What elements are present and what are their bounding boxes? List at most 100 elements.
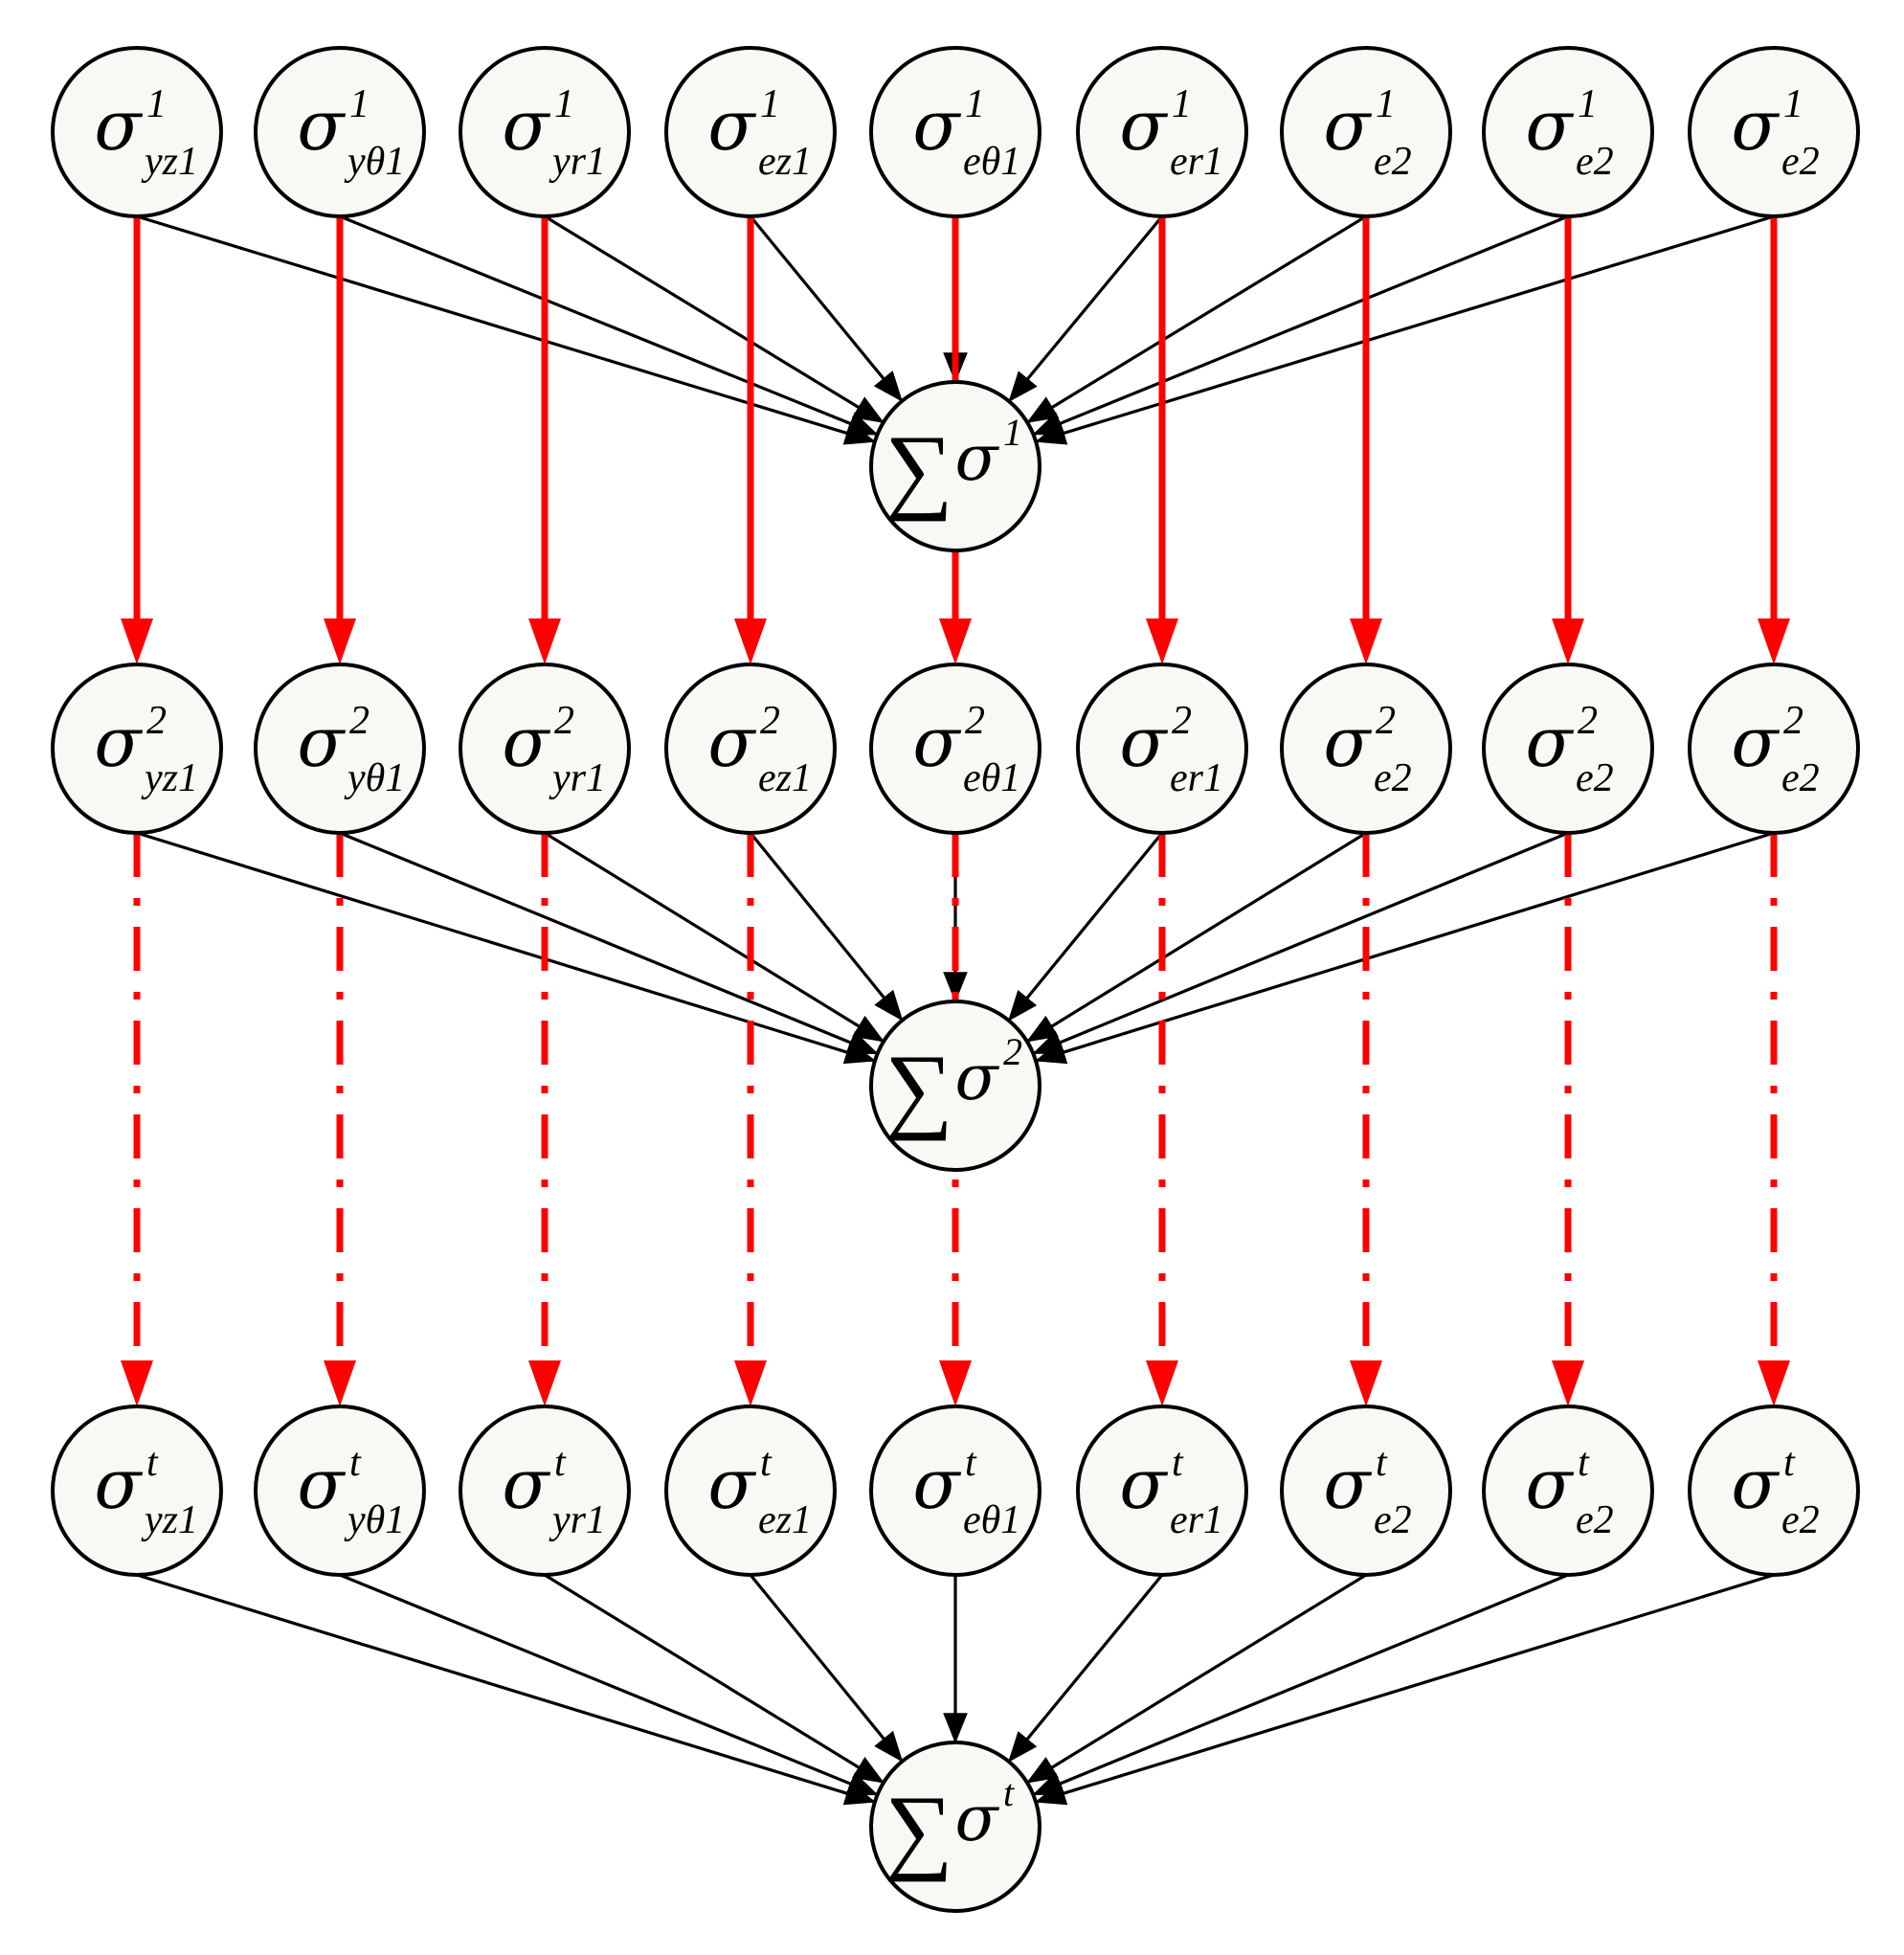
node-superscript: 2 [1172,699,1192,743]
summation-sign: ∑ [885,1035,952,1141]
node-subscript: er1 [1170,756,1223,800]
node-superscript: t [1783,1441,1796,1485]
sum-superscript: t [1003,1771,1015,1814]
edge-to-sum-3-3 [544,1573,885,1784]
sigma-symbol: σ [94,1444,143,1524]
transition-arrowhead-2-6 [1146,1360,1178,1406]
node-superscript: 1 [1172,82,1192,126]
node-subscript: e2 [1576,1498,1614,1542]
node-superscript: 2 [1578,699,1598,743]
node-superscript: t [760,1441,773,1485]
node-subscript: yr1 [549,140,606,184]
edge-to-sum-2-6 [1007,831,1164,1022]
edge-to-sum-2-4 [749,831,904,1022]
sum-sigma-symbol: σ [954,421,999,495]
node-subscript: eθ1 [963,140,1020,184]
node-subscript: e2 [1374,756,1412,800]
transition-arrowhead-1-3 [528,618,561,664]
node-subscript: eθ1 [963,756,1020,800]
sigma-symbol: σ [502,85,550,166]
node-subscript: ez1 [758,1498,812,1542]
transition-arrowhead-2-2 [324,1360,356,1406]
edge-to-sum-1-6 [1008,214,1164,403]
node-subscript: ez1 [758,756,812,800]
edge-to-sum-1-7 [1026,214,1367,423]
node-superscript: t [554,1441,567,1485]
edge-to-sum-3-2 [339,1573,879,1796]
node-superscript: t [349,1441,362,1485]
sigma-symbol: σ [1323,702,1372,782]
node-subscript: yz1 [141,140,198,184]
node-superscript: 1 [146,82,167,126]
edge-to-sum-3-9 [1034,1573,1775,1806]
sigma-symbol: σ [1119,702,1168,782]
layer-transition-edges [121,216,1790,1406]
transition-arrowhead-2-3 [528,1360,561,1406]
summation-edges [136,214,1775,1806]
node-subscript: e2 [1781,140,1820,184]
node-subscript: e2 [1576,756,1614,800]
transition-arrowhead-2-8 [1552,1360,1584,1406]
transition-arrowhead-1-5 [939,618,972,664]
edge-to-sum-1-1 [136,214,876,445]
node-superscript: 2 [146,699,167,743]
sigma-symbol: σ [707,702,756,782]
transition-arrowhead-1-7 [1350,618,1382,664]
node-superscript: 2 [965,699,985,743]
node-superscript: t [146,1441,159,1485]
transition-arrowhead-2-9 [1758,1360,1790,1406]
transition-arrowhead-1-6 [1146,618,1178,664]
node-subscript: e2 [1781,1498,1820,1542]
edge-to-sum-2-8 [1032,831,1569,1055]
node-superscript: 2 [349,699,370,743]
edge-to-sum-3-8 [1032,1573,1569,1796]
sigma-symbol: σ [1731,702,1780,782]
edge-to-sum-1-9 [1035,214,1775,445]
sigma-symbol: σ [1323,1444,1372,1524]
node-superscript: 2 [1783,699,1803,743]
node-superscript: 1 [554,82,574,126]
summation-sign: ∑ [885,1776,952,1882]
edge-to-sum-2-2 [339,831,879,1055]
node-subscript: yθ1 [344,1498,405,1542]
node-superscript: 1 [1376,82,1396,126]
sigma-symbol: σ [297,702,346,782]
transition-arrowhead-2-1 [121,1360,153,1406]
node-superscript: t [965,1441,977,1485]
sum-sigma-symbol: σ [954,1782,999,1855]
edge-to-sum-2-1 [136,831,877,1065]
node-subscript: e2 [1781,756,1820,800]
node-subscript: er1 [1170,140,1223,184]
node-subscript: yz1 [141,1498,198,1542]
sigma-symbol: σ [1119,1444,1168,1524]
edge-to-sum-3-1 [136,1573,877,1806]
edge-to-sum-3-6 [1008,1573,1164,1763]
transition-arrowhead-1-9 [1758,618,1790,664]
node-subscript: yr1 [549,1498,606,1542]
sigma-symbol: σ [94,702,143,782]
node-superscript: t [1578,1441,1590,1485]
node-superscript: t [1172,1441,1184,1485]
node-subscript: yθ1 [344,140,405,184]
sum-superscript: 2 [1003,1030,1022,1073]
node-subscript: ez1 [758,140,812,184]
edge-to-sum-3-4 [749,1573,904,1763]
edge-to-sum-2-3 [544,831,885,1043]
node-subscript: e2 [1374,1498,1412,1542]
sigma-symbol: σ [1731,1444,1780,1524]
